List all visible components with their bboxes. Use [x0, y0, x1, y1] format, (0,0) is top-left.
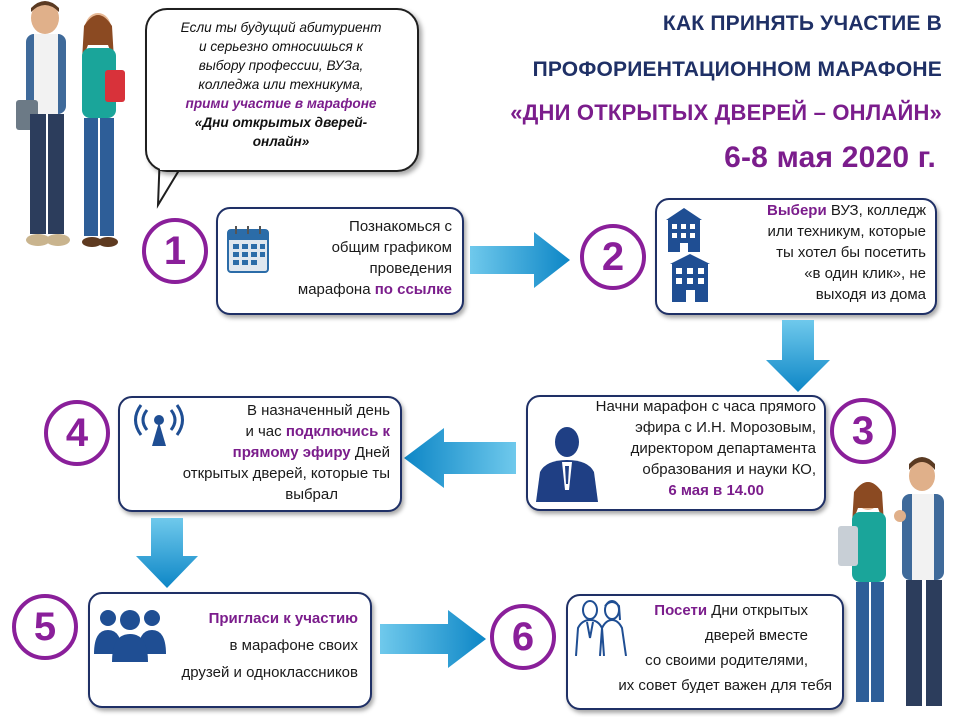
step-text-plain: ВУЗ, колледж: [826, 202, 926, 219]
step-line: Выбери ВУЗ, колледж: [712, 200, 926, 221]
calendar-icon: [227, 226, 269, 273]
students-illustration-bottom: [838, 457, 944, 706]
step-4-text: В назначенный день и час подключись к пр…: [124, 400, 390, 505]
bubble-line: и серьезно относишься к: [199, 39, 363, 54]
step-number-1: 1: [142, 218, 208, 284]
step-number-5: 5: [12, 594, 78, 660]
page-title-line1: КАК ПРИНЯТЬ УЧАСТИЕ В: [662, 12, 942, 35]
step-line: или техникум, которые: [767, 223, 926, 240]
step-line: Посети Дни открытых: [576, 600, 832, 621]
bubble-accent: прими участие в марафоне: [185, 96, 377, 111]
step-number-label: 4: [65, 410, 89, 455]
step-line: общим графиком: [331, 239, 452, 256]
live-stream-link[interactable]: прямому эфиру: [232, 444, 351, 461]
step-number-6: 6: [490, 604, 556, 670]
group-icon: [94, 610, 166, 662]
step-line: эфира с И.Н. Морозовым,: [635, 419, 816, 436]
step-5-text: Пригласи к участию в марафоне своих друз…: [168, 608, 359, 683]
speech-bubble-tail-cover: [160, 160, 190, 170]
step-2-text: Выбери ВУЗ, колледж или техникум, которы…: [712, 200, 926, 305]
step-4-box: [118, 396, 402, 512]
event-dates: 6-8 мая 2020 г.: [724, 141, 936, 174]
step-3-text: Начни марафон с часа прямого эфира с И.Н…: [536, 396, 816, 501]
step-line: «в один клик», не: [804, 265, 926, 282]
broadcast-antenna-icon: [134, 404, 184, 446]
step-line: в марафоне своих: [229, 637, 358, 654]
step-line: Пригласи к участию: [168, 608, 358, 629]
step-highlight: Пригласи к участию: [208, 610, 358, 627]
bubble-line: колледжа или техникума,: [198, 77, 364, 92]
step-highlight: Выбери: [767, 202, 827, 219]
page-title-line3: «ДНИ ОТКРЫТЫХ ДВЕРЕЙ – ОНЛАЙН»: [510, 100, 942, 125]
step-number-label: 6: [511, 614, 535, 659]
step-line: выбрал: [124, 484, 390, 505]
live-stream-link[interactable]: подключись к: [285, 423, 390, 440]
step-line: проведения: [369, 260, 453, 277]
step-text-plain: и час: [245, 423, 286, 440]
parents-icon: [575, 600, 627, 656]
step-line: дверей вместе: [704, 627, 808, 644]
step-line: выходя из дома: [815, 286, 926, 303]
step-number-label: 5: [33, 604, 57, 649]
step-number-4: 4: [44, 400, 110, 466]
speech-bubble-text: Если ты будущий абитуриент и серьезно от…: [152, 18, 410, 151]
page-title-line2: ПРОФОРИЕНТАЦИОННОМ МАРАФОНЕ: [532, 58, 942, 81]
arrow-right-icon: [470, 232, 570, 288]
step-line: Познакомься с: [349, 218, 452, 235]
step-line: образования и науки КО,: [642, 461, 816, 478]
step-text-plain: выбрал: [285, 486, 338, 503]
step-line: друзей и одноклассников: [181, 664, 359, 681]
step-highlight: 6 мая в 14.00: [668, 482, 764, 499]
step-line: В назначенный день: [246, 402, 390, 419]
step-text-plain: марафона: [297, 281, 375, 298]
step-line: открытых дверей, которые ты: [182, 465, 390, 482]
step-number-label: 1: [163, 228, 187, 273]
step-1-text: Познакомься с общим графиком проведения …: [278, 216, 452, 300]
step-number-label: 3: [851, 408, 875, 453]
buildings-icon: [666, 208, 710, 302]
speaker-person-icon: [536, 427, 598, 502]
step-6-box: [566, 594, 844, 710]
step-highlight: Посети: [654, 602, 708, 619]
step-number-2: 2: [580, 224, 646, 290]
step-text-plain: Дней: [350, 444, 390, 461]
step-line: директором департамента: [630, 440, 816, 457]
step-line: Начни марафон с часа прямого: [595, 398, 816, 415]
step-line: прямому эфиру Дней: [124, 442, 390, 463]
schedule-link[interactable]: по ссылке: [374, 281, 452, 298]
step-line: 6 мая в 14.00: [536, 480, 816, 501]
bubble-bold: «Дни открытых дверей-: [194, 115, 368, 130]
arrow-down-icon: [766, 320, 830, 392]
bubble-bold: онлайн»: [252, 134, 310, 149]
step-number-3: 3: [830, 398, 896, 464]
bubble-line: выбору профессии, ВУЗа,: [198, 58, 364, 73]
step-6-text: Посети Дни открытых дверей вместе со сво…: [576, 600, 832, 696]
arrow-right-icon: [380, 610, 486, 668]
step-line: со своими родителями,: [645, 652, 808, 669]
step-number-label: 2: [601, 234, 625, 279]
step-line: марафона по ссылке: [278, 279, 452, 300]
step-line: ты хотел бы посетить: [776, 244, 926, 261]
step-line: их совет будет важен для тебя: [618, 677, 832, 694]
speech-bubble: [145, 8, 419, 172]
bubble-line: Если ты будущий абитуриент: [180, 20, 382, 35]
arrow-left-icon: [404, 428, 516, 488]
step-line: и час подключись к: [124, 421, 390, 442]
arrow-down-icon: [136, 518, 198, 588]
students-illustration-top: [16, 1, 125, 247]
step-text-plain: Дни открытых: [707, 602, 808, 619]
